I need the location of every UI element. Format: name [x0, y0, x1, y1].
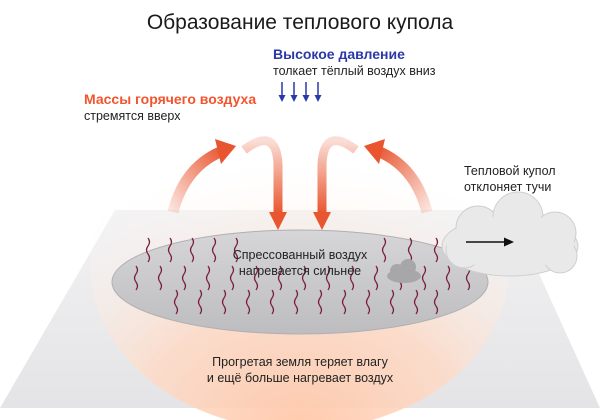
heat-wave-line	[433, 289, 439, 315]
heat-wave-line	[269, 289, 275, 315]
heat-wave-line	[253, 265, 259, 291]
down-arrow-head	[314, 95, 322, 102]
heat-wave-line	[433, 237, 439, 263]
heat-wave-line	[293, 289, 299, 315]
heat-dome-note-line2: отклоняет тучи	[464, 180, 552, 195]
hot-air-sinking-arrows	[241, 136, 359, 230]
heat-wave-line	[233, 237, 239, 263]
heat-dome-note-line1: Тепловой купол	[464, 164, 556, 178]
ground-note-line2: и ещё больше нагревает воздух	[206, 370, 394, 385]
heat-wave-line	[133, 265, 139, 291]
heated-ground-zone	[111, 229, 489, 335]
ground-note-line1: Прогретая земля теряет влагу	[212, 355, 388, 369]
down-arrow-icon	[278, 82, 322, 102]
heat-wave-line	[221, 289, 227, 315]
heat-wave-line	[381, 237, 387, 263]
heat-wave-line	[373, 265, 379, 291]
heat-wave-line	[365, 289, 371, 315]
compressed-air-line2: нагревается сильнее	[238, 263, 362, 278]
high-pressure-heading: Высокое давление	[273, 46, 405, 62]
hot-air-rising-arrows	[167, 139, 433, 214]
heat-wave-line	[167, 237, 173, 263]
ground-note: Прогретая земля теряет влагу и ещё больш…	[0, 355, 600, 386]
high-pressure-subtext: толкает тёплый воздух вниз	[273, 64, 436, 78]
heat-wave-line	[157, 265, 163, 291]
heat-wave-line	[389, 289, 395, 315]
heat-wave-line	[197, 289, 203, 315]
heat-wave-line	[413, 289, 419, 315]
heat-wave-line	[189, 237, 195, 263]
hot-air-subtext: стремятся вверх	[84, 109, 181, 123]
heat-wave-line	[317, 289, 323, 315]
heat-wave-line	[349, 265, 355, 291]
heat-wave-icon	[133, 237, 471, 315]
page-title: Образование теплового купола	[146, 11, 454, 34]
heat-wave-line	[421, 265, 427, 291]
hot-air-heading: Массы горячего воздуха	[84, 91, 257, 107]
heat-wave-line	[205, 265, 211, 291]
heat-wave-line	[229, 265, 235, 291]
down-arrow-head	[290, 95, 298, 102]
right-arrow-icon	[466, 237, 514, 247]
heat-wave-line	[277, 265, 283, 291]
compressed-air-label: Спрессованный воздух нагревается сильнее	[0, 248, 600, 279]
compressed-air-line1: Спрессованный воздух	[232, 248, 368, 262]
heat-wave-line	[145, 237, 151, 263]
heat-wave-line	[445, 265, 451, 291]
down-arrow-head	[278, 95, 286, 102]
heat-wave-line	[341, 289, 347, 315]
heat-wave-line	[301, 265, 307, 291]
heat-wave-line	[173, 289, 179, 315]
heat-wave-line	[211, 237, 217, 263]
small-cloud-icon	[387, 259, 421, 283]
down-arrow-head	[302, 95, 310, 102]
heat-wave-line	[181, 265, 187, 291]
heat-dome-note: Тепловой купол отклоняет тучи	[464, 163, 556, 196]
heat-wave-line	[325, 265, 331, 291]
heat-wave-line	[245, 289, 251, 315]
heat-wave-line	[407, 237, 413, 263]
